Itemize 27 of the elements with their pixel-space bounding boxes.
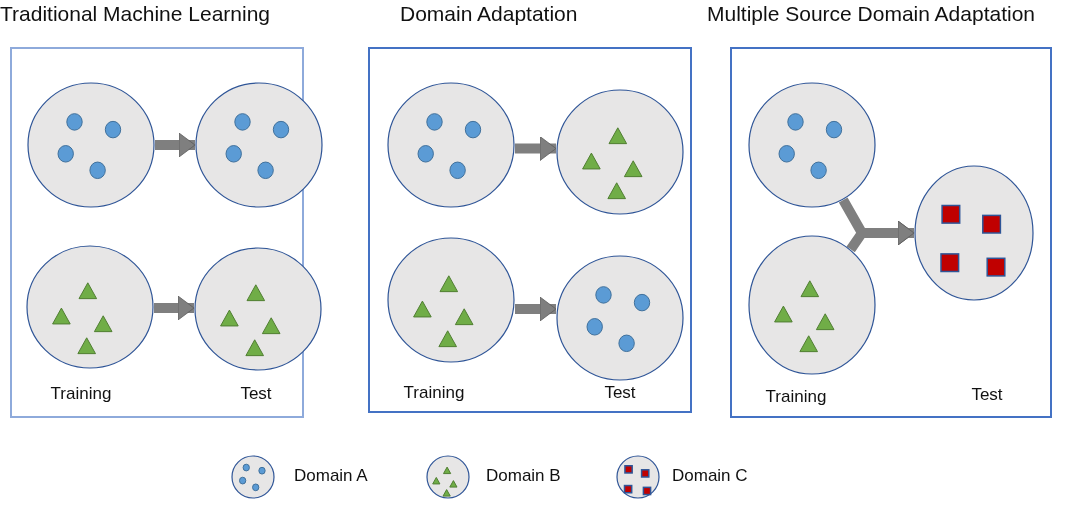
legend-label: Domain A [294, 466, 368, 486]
domain-ellipse-drawing [26, 245, 154, 369]
domain-ellipse-drawing [748, 82, 876, 208]
domain-ellipse-drawing [194, 247, 322, 371]
stage-label: Test [240, 384, 272, 404]
domain-ellipse-drawing [387, 237, 515, 363]
domain-ellipse-drawing [387, 82, 515, 208]
domain-ellipse-drawing [195, 82, 323, 208]
panel-title: Domain Adaptation [400, 2, 578, 26]
stage-label: Training [403, 383, 465, 403]
stage-label: Training [50, 384, 112, 404]
domain-ellipse-drawing [556, 255, 684, 381]
block-arrow [515, 136, 557, 161]
panel-title: Multiple Source Domain Adaptation [707, 2, 1036, 26]
block-arrow [515, 296, 557, 322]
domain-ellipse-drawing [914, 165, 1034, 301]
domain-ellipse-drawing [748, 235, 876, 375]
domain-ellipse-drawing [27, 82, 155, 208]
stage-label: Test [604, 383, 636, 403]
block-arrow [155, 132, 196, 158]
stage-label: Test [971, 385, 1003, 405]
stage-label: Training [765, 387, 827, 407]
legend-label: Domain C [672, 466, 748, 486]
legend-label: Domain B [486, 466, 561, 486]
domain-ellipse-drawing [556, 89, 684, 215]
block-arrow [154, 295, 195, 321]
panel-title: Traditional Machine Learning [0, 2, 271, 26]
